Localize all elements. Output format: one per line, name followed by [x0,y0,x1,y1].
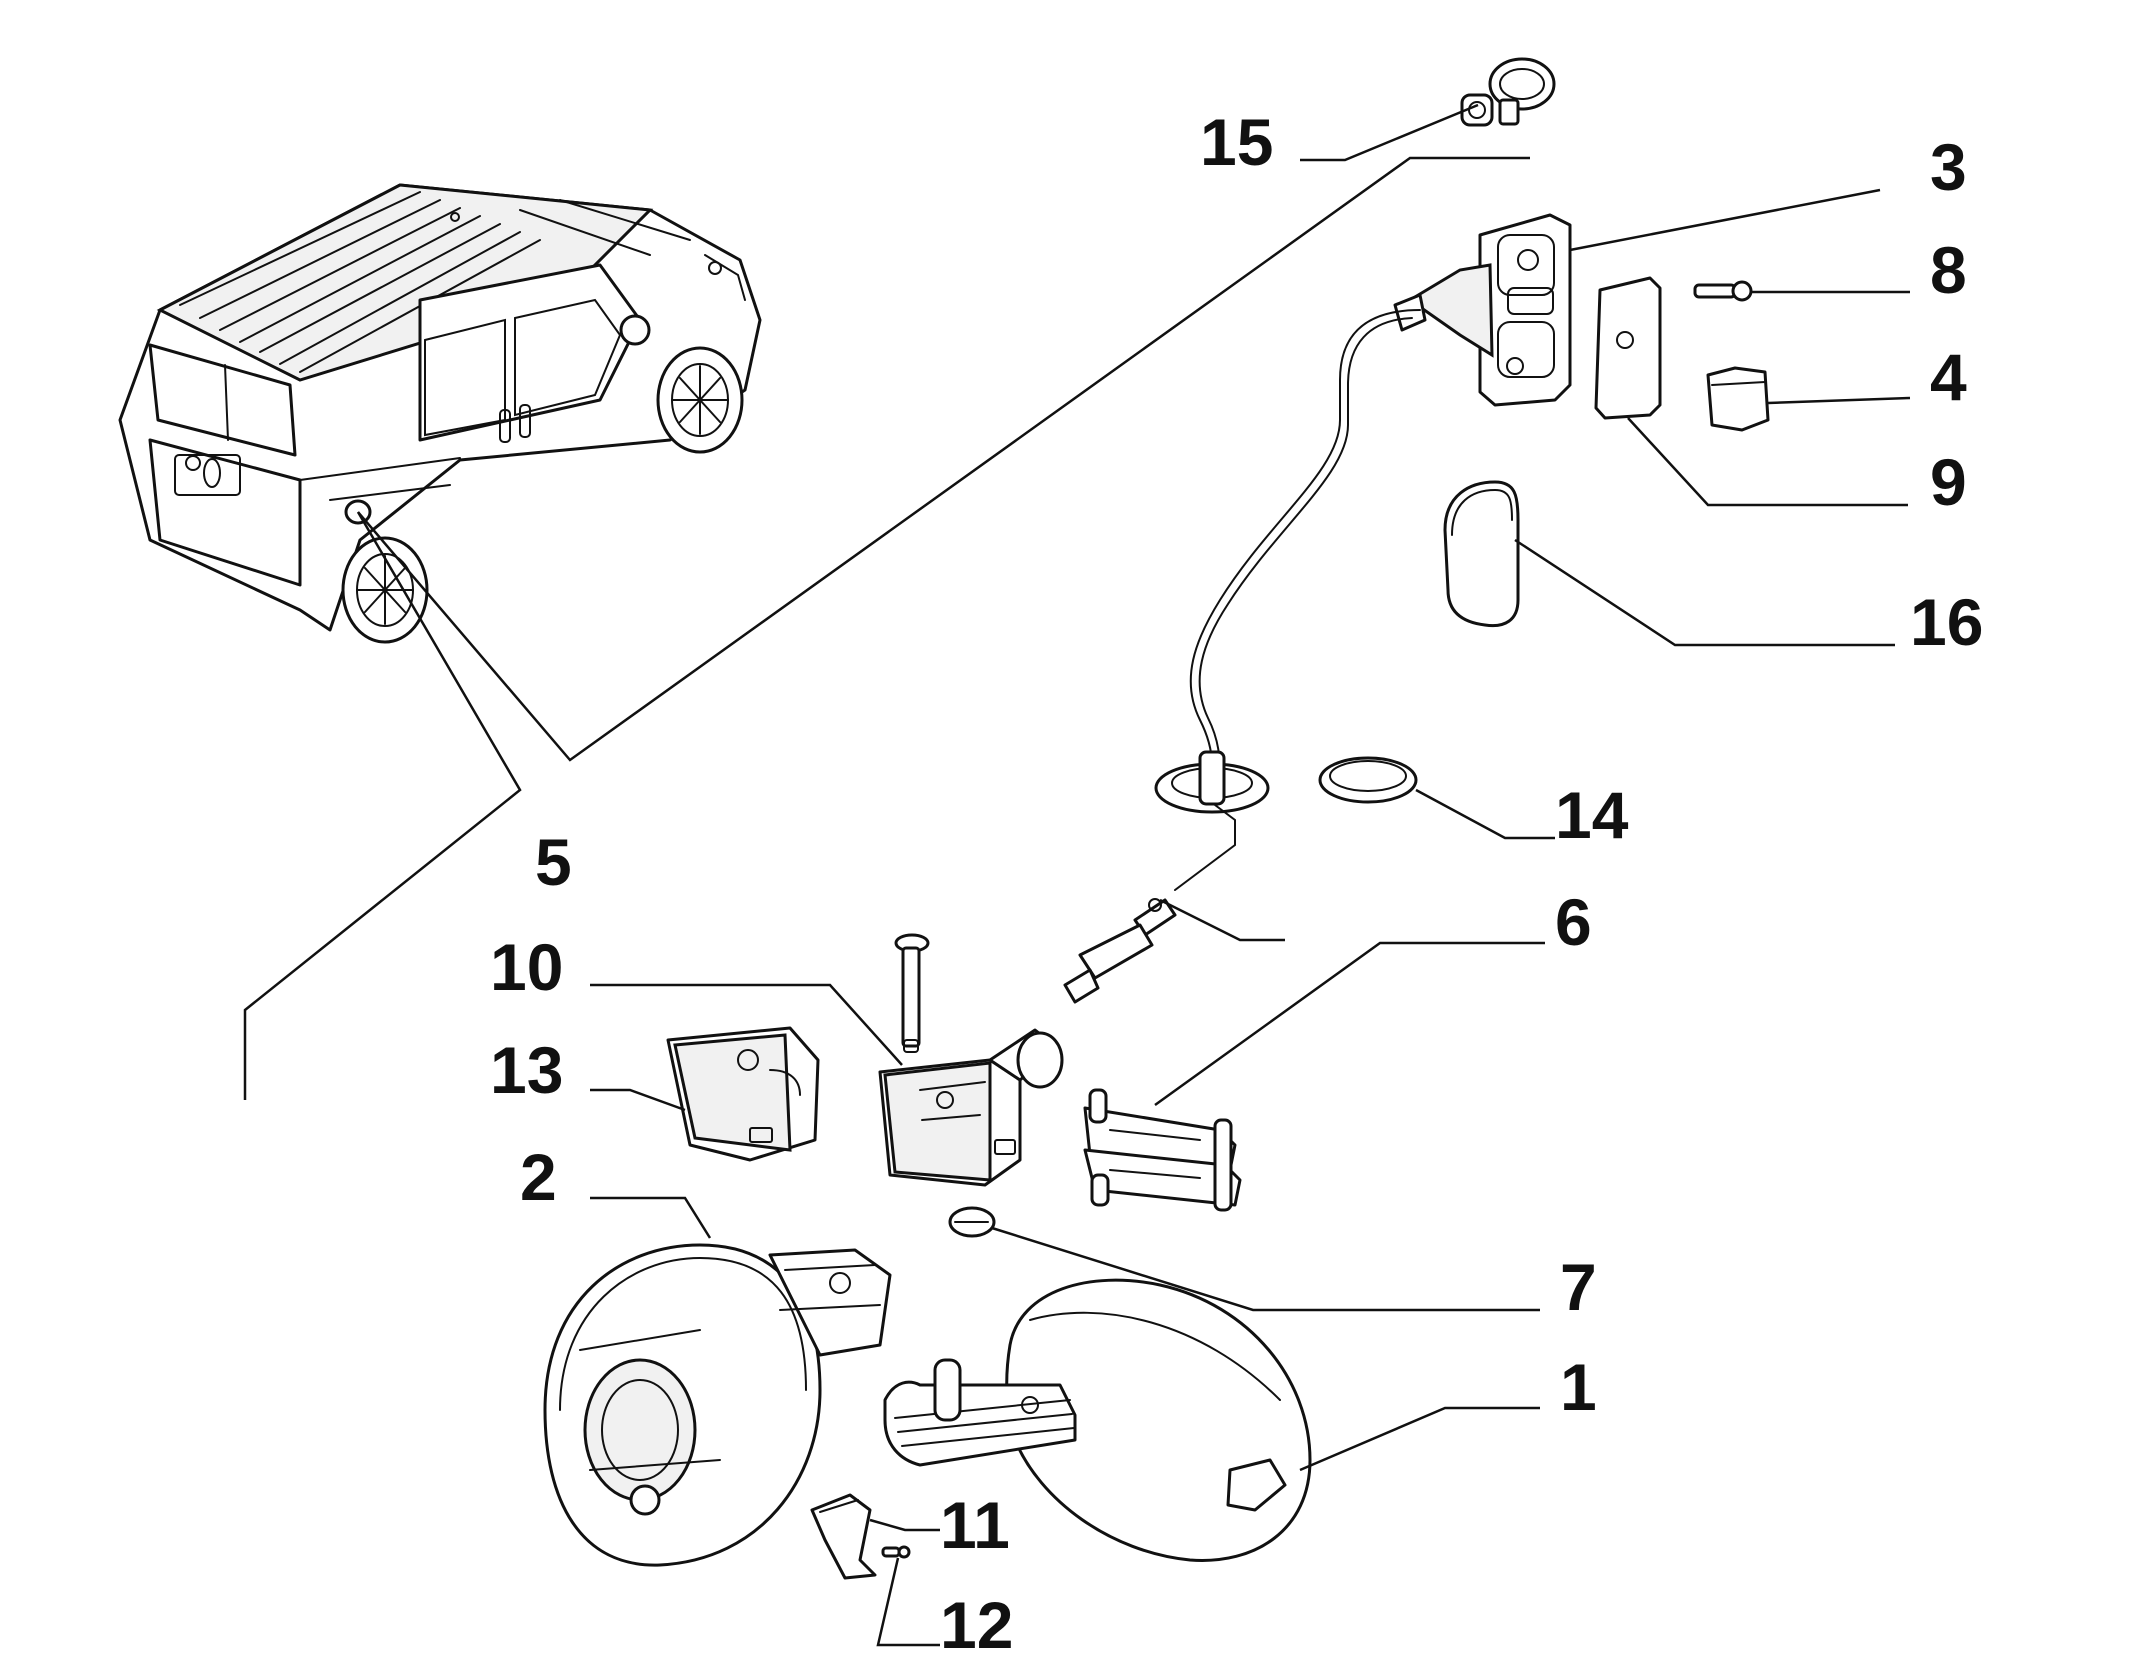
callout-2: 2 [520,1140,557,1214]
callout-6: 6 [1555,885,1592,959]
guide-lines [243,156,1530,1100]
part-14-grommet [1318,756,1418,804]
callout-15: 15 [1200,105,1273,179]
part-8-screw [1693,280,1753,302]
part-3-lock-housing [1189,213,1572,781]
callout-14: 14 [1555,778,1629,852]
callout-5: 5 [535,825,572,899]
part-4-button [1706,366,1770,432]
cable-end-actuator [1063,750,1270,1004]
callout-8: 8 [1930,233,1967,307]
callout-12: 12 [940,1588,1013,1662]
callout-10: 10 [490,930,563,1004]
callout-4: 4 [1930,340,1967,414]
part-2-filler-housing [543,1243,892,1567]
part-16-oval-cover [1443,480,1520,628]
part-5-pin [894,933,930,1053]
part-10-actuator-housing [878,1028,1064,1187]
callout-7: 7 [1560,1250,1597,1324]
part-7-bumper [948,1206,996,1238]
part-9-cover-plate [1594,276,1662,420]
part-13-bracket [666,1026,820,1162]
callout-labels: 15 3 8 4 9 16 14 5 6 10 13 2 7 1 11 12 [490,105,1983,1662]
vehicle-illustration [118,183,762,644]
part-12-screw [881,1545,911,1559]
callout-3: 3 [1930,130,1967,204]
part-1-fuel-flap [883,1278,1312,1562]
callout-13: 13 [490,1033,563,1107]
part-11-clip [810,1493,877,1580]
part-15-clamp [1460,57,1556,127]
part-6-hinge [1083,1088,1242,1212]
leader-lines [590,103,1911,1647]
callout-9: 9 [1930,445,1967,519]
callout-16: 16 [1910,585,1983,659]
callout-11: 11 [940,1488,1010,1562]
callout-1: 1 [1560,1350,1597,1424]
